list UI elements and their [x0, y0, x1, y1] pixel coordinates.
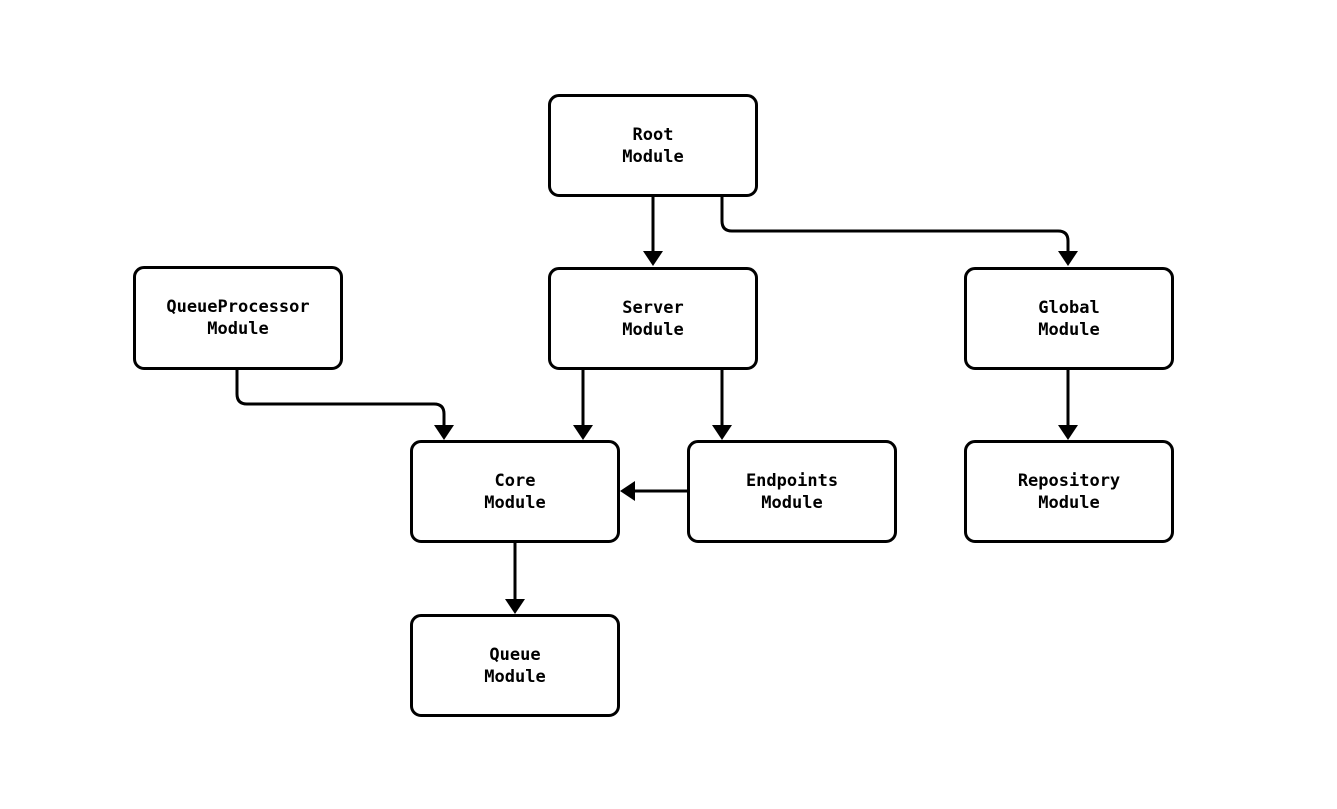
node-root-label-line1: Root	[632, 124, 674, 145]
edge-endpoints-to-core	[620, 481, 687, 501]
arrowhead	[620, 481, 635, 501]
arrowhead	[573, 425, 593, 440]
node-queue-label-line2: Module	[484, 666, 546, 687]
arrowhead	[712, 425, 732, 440]
node-queueprocessor-label-line1: QueueProcessor	[166, 297, 310, 317]
node-queue[interactable]: Queue Module	[410, 614, 620, 717]
node-queueprocessor[interactable]: QueueProcessor Module	[133, 266, 343, 370]
node-server-label-line1: Server	[622, 297, 684, 318]
node-repository[interactable]: Repository Module	[964, 440, 1174, 543]
node-endpoints-label-line2: Module	[761, 492, 823, 513]
edge-root-to-global	[720, 197, 1078, 266]
edge-server-to-core	[573, 370, 593, 440]
node-endpoints[interactable]: Endpoints Module	[687, 440, 897, 543]
node-server-label-line2: Module	[622, 319, 684, 340]
edge-root-to-server	[643, 197, 663, 266]
node-server[interactable]: Server Module	[548, 267, 758, 370]
edge-core-to-queue	[505, 543, 525, 614]
node-queueprocessor-label-line2: Module	[207, 319, 269, 339]
node-root-label-line2: Module	[622, 146, 684, 167]
node-repository-label-line2: Module	[1038, 492, 1100, 513]
edge-server-to-endpoints	[712, 370, 732, 440]
node-repository-label-line1: Repository	[1017, 470, 1121, 491]
node-root[interactable]: Root Module	[548, 94, 758, 197]
arrowhead	[1058, 425, 1078, 440]
node-global-label-line2: Module	[1038, 319, 1100, 340]
edge-queueprocessor-to-core	[235, 370, 454, 440]
edge-global-to-repository	[1058, 370, 1078, 440]
node-endpoints-label-line1: Endpoints	[745, 470, 839, 491]
arrowhead	[505, 599, 525, 614]
node-global[interactable]: Global Module	[964, 267, 1174, 370]
arrowhead	[643, 251, 663, 266]
arrowhead	[434, 425, 454, 440]
node-core[interactable]: Core Module	[410, 440, 620, 543]
node-core-label-line2: Module	[484, 492, 546, 513]
node-queue-label-line1: Queue	[489, 644, 541, 665]
arrowhead	[1058, 251, 1078, 266]
node-global-label-line1: Global	[1038, 297, 1100, 318]
node-core-label-line1: Core	[494, 470, 536, 491]
